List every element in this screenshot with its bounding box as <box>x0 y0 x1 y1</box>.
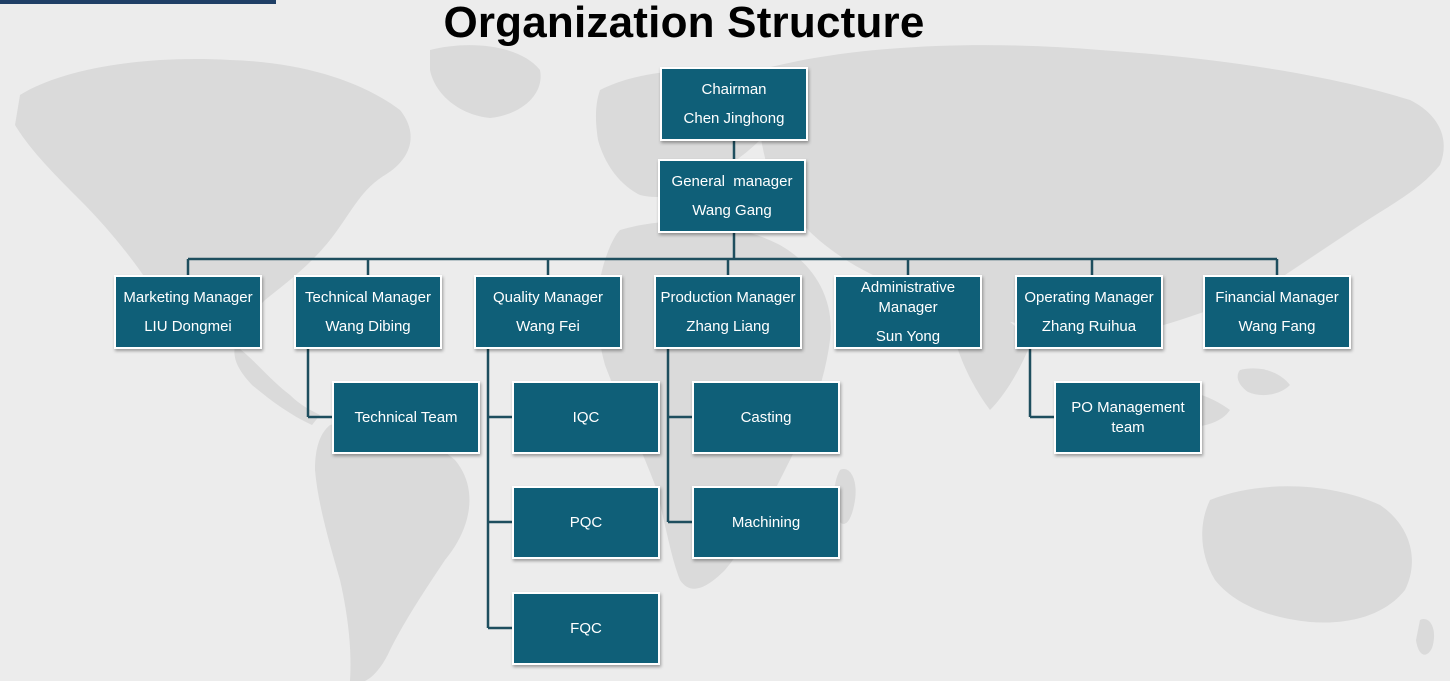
manager-title: Administrative Manager <box>860 278 956 316</box>
manager-name: Wang Dibing <box>325 317 411 335</box>
manager-title: Technical Manager <box>305 288 431 306</box>
team-label: Technical Team <box>354 408 458 426</box>
manager-box-administrative: Administrative Manager Sun Yong <box>834 275 982 349</box>
team-label: FQC <box>570 619 602 637</box>
manager-box-financial: Financial Manager Wang Fang <box>1203 275 1351 349</box>
general-manager-name: Wang Gang <box>692 201 772 219</box>
chairman-name: Chen Jinghong <box>683 109 785 127</box>
team-box-machining: Machining <box>692 486 840 559</box>
manager-name: LIU Dongmei <box>144 317 232 335</box>
manager-title: Marketing Manager <box>123 288 253 306</box>
general-manager-box: General manager Wang Gang <box>658 159 806 233</box>
chairman-title: Chairman <box>701 80 767 98</box>
manager-title: Operating Manager <box>1024 288 1154 306</box>
top-accent-bar <box>0 0 276 4</box>
manager-name: Wang Fei <box>516 317 580 335</box>
team-label: Machining <box>731 513 801 531</box>
page-title: Organization Structure <box>443 0 925 47</box>
team-box-pqc: PQC <box>512 486 660 559</box>
general-manager-title: General manager <box>671 172 793 190</box>
manager-box-technical: Technical Manager Wang Dibing <box>294 275 442 349</box>
team-box-iqc: IQC <box>512 381 660 454</box>
manager-name: Sun Yong <box>875 327 941 345</box>
team-label: Casting <box>740 408 792 426</box>
manager-title: Financial Manager <box>1215 288 1339 306</box>
manager-title: Production Manager <box>660 288 796 306</box>
manager-box-operating: Operating Manager Zhang Ruihua <box>1015 275 1163 349</box>
team-label: IQC <box>572 408 600 426</box>
manager-name: Zhang Liang <box>686 317 770 335</box>
team-box-fqc: FQC <box>512 592 660 665</box>
team-box-casting: Casting <box>692 381 840 454</box>
manager-box-quality: Quality Manager Wang Fei <box>474 275 622 349</box>
team-label: PO Management team <box>1071 398 1185 436</box>
manager-box-marketing: Marketing Manager LIU Dongmei <box>114 275 262 349</box>
team-box-po-management: PO Management team <box>1054 381 1202 454</box>
manager-name: Wang Fang <box>1238 317 1316 335</box>
team-box-technical-team: Technical Team <box>332 381 480 454</box>
manager-name: Zhang Ruihua <box>1041 317 1137 335</box>
chairman-box: Chairman Chen Jinghong <box>660 67 808 141</box>
manager-title: Quality Manager <box>492 288 604 306</box>
team-label: PQC <box>569 513 603 531</box>
manager-box-production: Production Manager Zhang Liang <box>654 275 802 349</box>
